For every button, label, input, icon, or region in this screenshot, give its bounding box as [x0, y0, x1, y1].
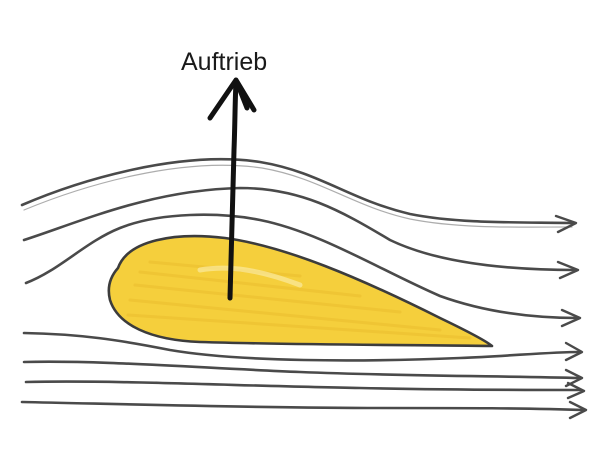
streamline-6 — [26, 382, 580, 390]
airfoil — [109, 236, 492, 346]
lift-label: Auftrieb — [181, 48, 267, 76]
lift-arrow-head — [210, 80, 254, 118]
streamline-5 — [24, 362, 580, 378]
streamline-7 — [22, 402, 584, 410]
